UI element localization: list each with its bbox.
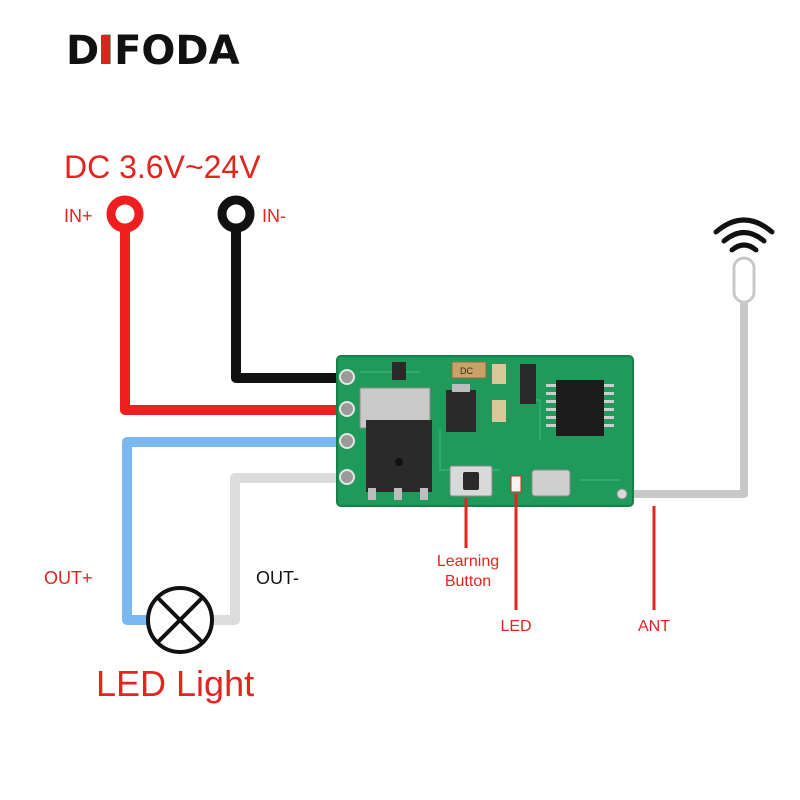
board-terminal-pads [339,369,355,485]
learning-button-label-line2: Button [445,573,491,590]
out-plus-wire [122,437,345,625]
receiver-board: DC [336,355,634,507]
in-minus-wire [231,222,345,383]
load-label: LED Light [96,663,254,704]
antenna-wire [625,300,748,498]
regulator-chip [446,390,476,432]
in-plus-terminal [106,195,144,233]
out-plus-label: OUT+ [44,568,93,588]
in-plus-wire [120,222,345,415]
crystal-oscillator [531,469,571,497]
lamp-icon [146,586,214,654]
mosfet-package [366,420,432,492]
antenna-pad [616,488,628,500]
svg-text:DC: DC [460,366,473,376]
in-minus-terminal [217,195,255,233]
power-supply-label: DC 3.6V~24V [64,149,261,185]
led-label: LED [500,618,531,635]
out-minus-label: OUT- [256,568,299,588]
brand-name: DIFODA [66,28,240,74]
antenna-tip [732,256,756,304]
board-chip-dc [451,361,487,379]
brand-accent-mark [101,35,110,64]
wifi-icon [713,217,775,253]
learning-button-label-line1: Learning [437,553,499,570]
in-minus-label: IN- [262,206,286,226]
status-led [510,475,522,493]
in-plus-label: IN+ [64,206,93,226]
ant-label: ANT [638,618,670,635]
mcu-chip [546,380,614,436]
learning-button[interactable] [449,465,493,497]
out-minus-wire [213,473,345,625]
brand-logo: DIFODA [66,28,240,74]
